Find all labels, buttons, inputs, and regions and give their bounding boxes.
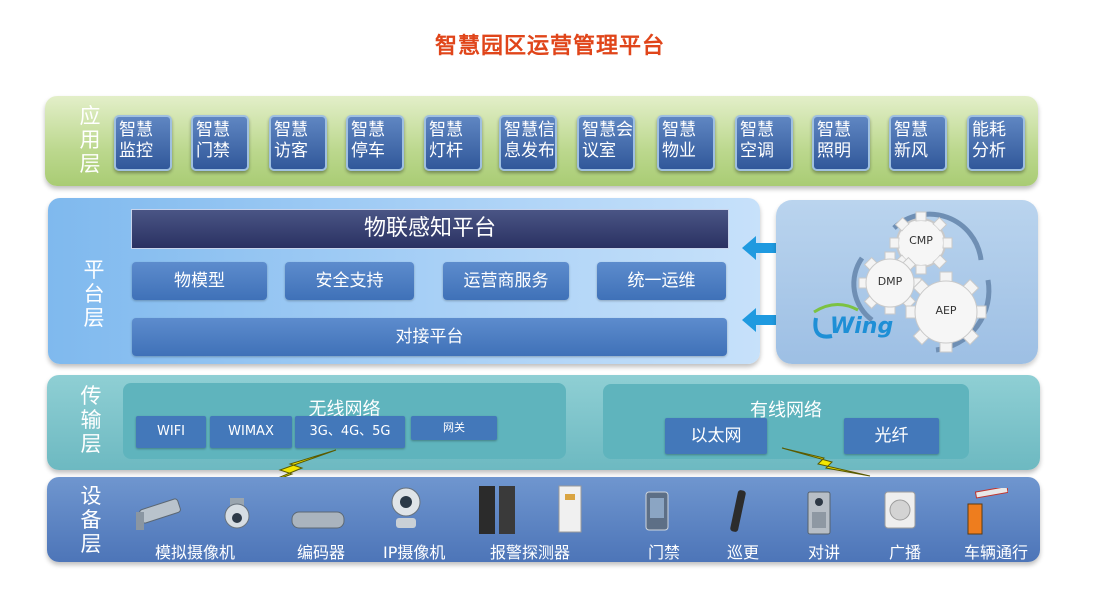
module-thing-model[interactable]: 物模型 <box>132 262 267 300</box>
app-tile-access-control[interactable]: 智慧门禁 <box>191 115 249 171</box>
app-tile-energy-analysis[interactable]: 能耗分析 <box>967 115 1025 171</box>
device-label-broadcast: 广播 <box>889 543 922 562</box>
device-label-intercom: 对讲 <box>808 543 841 562</box>
app-tile-parking[interactable]: 智慧停车 <box>346 115 404 171</box>
device-label-encoder: 编码器 <box>297 543 346 562</box>
docking-platform-bar[interactable]: 对接平台 <box>132 318 727 356</box>
application-layer-label: 应用层 <box>79 104 101 176</box>
iot-platform-bar[interactable]: 物联感知平台 <box>131 209 729 249</box>
device-layer-label: 设备层 <box>80 484 102 556</box>
ip-camera-icon <box>391 487 421 528</box>
page-title: 智慧园区运营管理平台 <box>434 34 665 59</box>
logo-o-icon <box>813 317 833 339</box>
barrier-gate-icon <box>967 488 1008 535</box>
app-tile-air-conditioning[interactable]: 智慧空调 <box>735 115 793 171</box>
dome-camera-icon <box>224 498 250 529</box>
beam-detector-icon <box>479 486 515 534</box>
module-unified-ops[interactable]: 统一运维 <box>597 262 726 300</box>
app-tile-property[interactable]: 智慧物业 <box>657 115 715 171</box>
speaker-icon <box>884 491 916 529</box>
wimax-button[interactable]: WIMAX <box>210 416 292 448</box>
gear-cmp-label: CMP <box>909 234 933 247</box>
fiber-button[interactable]: 光纤 <box>844 418 939 454</box>
module-security-support[interactable]: 安全支持 <box>285 262 414 300</box>
app-tile-visitor[interactable]: 智慧访客 <box>269 115 327 171</box>
analog-camera-icon <box>136 498 181 530</box>
wired-network-title: 有线网络 <box>750 400 822 421</box>
platform-layer-label: 平台层 <box>83 258 105 330</box>
wifi-button[interactable]: WIFI <box>136 416 206 448</box>
app-tile-lighting[interactable]: 智慧照明 <box>812 115 870 171</box>
device-label-alarm-detector: 报警探测器 <box>490 543 571 562</box>
app-tile-meeting-room[interactable]: 智慧会议室 <box>577 115 635 171</box>
app-tile-monitoring[interactable]: 智慧监控 <box>114 115 172 171</box>
gear-aep-icon <box>905 271 987 353</box>
intercom-icon <box>807 491 831 535</box>
device-label-access-control: 门禁 <box>648 543 681 562</box>
gear-aep-label: AEP <box>935 304 957 317</box>
encoder-icon <box>291 511 345 529</box>
access-reader-icon <box>645 491 669 531</box>
logo-swoosh-icon <box>813 303 859 314</box>
app-tile-info-publish[interactable]: 智慧信息发布 <box>499 115 557 171</box>
cellular-button[interactable]: 3G、4G、5G <box>295 416 405 448</box>
ethernet-button[interactable]: 以太网 <box>665 418 767 454</box>
patrol-wand-icon <box>730 490 746 532</box>
gear-dmp-icon <box>858 251 922 315</box>
gears-graphic <box>813 211 992 353</box>
device-label-analog-camera: 模拟摄像机 <box>155 543 236 562</box>
device-layer <box>47 477 1040 562</box>
pir-detector-icon <box>558 485 582 533</box>
rotation-arrow-icon <box>851 256 874 323</box>
device-label-ip-camera: IP摄像机 <box>383 543 446 562</box>
app-tile-fresh-air[interactable]: 智慧新风 <box>889 115 947 171</box>
gear-dmp-label: DMP <box>877 275 903 288</box>
device-label-patrol: 巡更 <box>727 543 760 562</box>
wireless-network-title: 无线网络 <box>308 399 381 420</box>
lightning-bolt-icon <box>781 447 871 477</box>
transport-layer-label: 传输层 <box>80 384 102 456</box>
device-label-vehicle-access: 车辆通行 <box>964 543 1029 562</box>
rotation-arrow-icon <box>892 211 984 261</box>
gateway-button[interactable]: 网关 <box>411 416 497 440</box>
module-operator-service[interactable]: 运营商服务 <box>443 262 569 300</box>
owing-logo-text: Wing <box>830 314 894 339</box>
app-tile-lamp-post[interactable]: 智慧灯杆 <box>424 115 482 171</box>
